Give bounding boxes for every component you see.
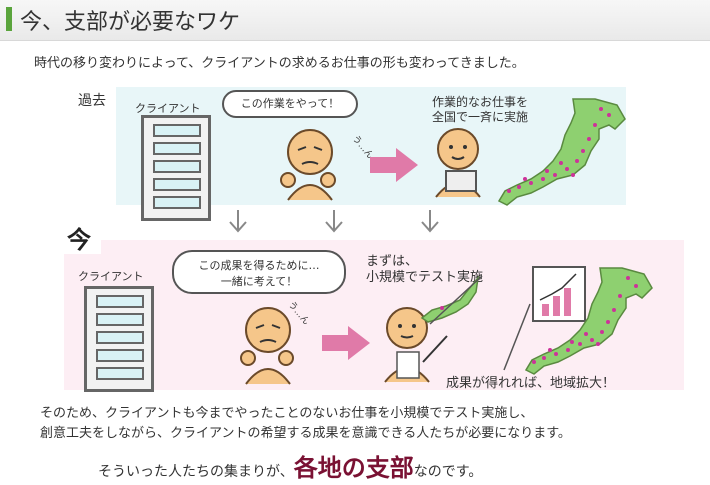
past-client-label: クライアント bbox=[135, 102, 201, 115]
now-caption-2: 小規模でテスト実施 bbox=[366, 270, 484, 285]
now-label: 今 bbox=[67, 226, 91, 254]
page-title: 今、支部が必要なワケ bbox=[20, 10, 241, 35]
final-emphasis: 各地の支部 bbox=[293, 454, 414, 482]
growth-chart-icon bbox=[532, 266, 586, 322]
header-accent bbox=[6, 7, 12, 31]
bottom-text-2: 創意工夫をしながら、クライアントの希望する成果を意識できる人たちが必要になります… bbox=[40, 426, 571, 441]
now-worker-icon bbox=[240, 307, 294, 385]
past-arrow-icon bbox=[370, 148, 418, 182]
now-caption-1: まずは、 bbox=[366, 254, 419, 269]
now-client-label: クライアント bbox=[78, 270, 144, 283]
now-client-building-icon bbox=[84, 286, 154, 392]
now-arrow-icon bbox=[322, 326, 370, 360]
past-worker-box-icon bbox=[435, 128, 481, 198]
now-worker-pen-icon bbox=[384, 307, 448, 383]
past-client-building-icon bbox=[141, 115, 211, 221]
past-caption-1: 作業的なお仕事を bbox=[432, 95, 529, 109]
bottom-text-1: そのため、クライアントも今までやったことのないお仕事を小規模でテスト実施し、 bbox=[40, 406, 534, 421]
now-japan-map-icon bbox=[503, 267, 653, 375]
past-worker-icon bbox=[280, 129, 336, 201]
final-statement: そういった人たちの集まりが、各地の支部なのです。 bbox=[98, 448, 482, 483]
past-label: 過去 bbox=[78, 93, 106, 109]
header-bar bbox=[0, 0, 710, 41]
now-label-box: 今 bbox=[63, 218, 101, 254]
final-post: なのです。 bbox=[413, 464, 483, 480]
past-bubble-text: この作業をやって！ bbox=[240, 97, 340, 110]
past-japan-map-icon bbox=[497, 98, 626, 206]
intro-text: 時代の移り変わりによって、クライアントの求めるお仕事の形も変わってきました。 bbox=[34, 56, 525, 71]
now-speech-bubble: この成果を得るために… 一緒に考えて！ bbox=[172, 250, 346, 294]
transition-arrows-icon bbox=[229, 210, 439, 233]
now-bubble-text-1: この成果を得るために… bbox=[198, 259, 320, 272]
now-bubble-text-2: 一緒に考えて！ bbox=[220, 275, 298, 288]
now-small-map-icon bbox=[420, 275, 483, 325]
past-caption-2: 全国で一斉に実施 bbox=[432, 110, 529, 124]
final-pre: そういった人たちの集まりが、 bbox=[98, 464, 294, 480]
now-result-text: 成果が得れれば、地域拡大！ bbox=[446, 376, 616, 391]
past-speech-bubble: この作業をやって！ bbox=[222, 90, 358, 118]
